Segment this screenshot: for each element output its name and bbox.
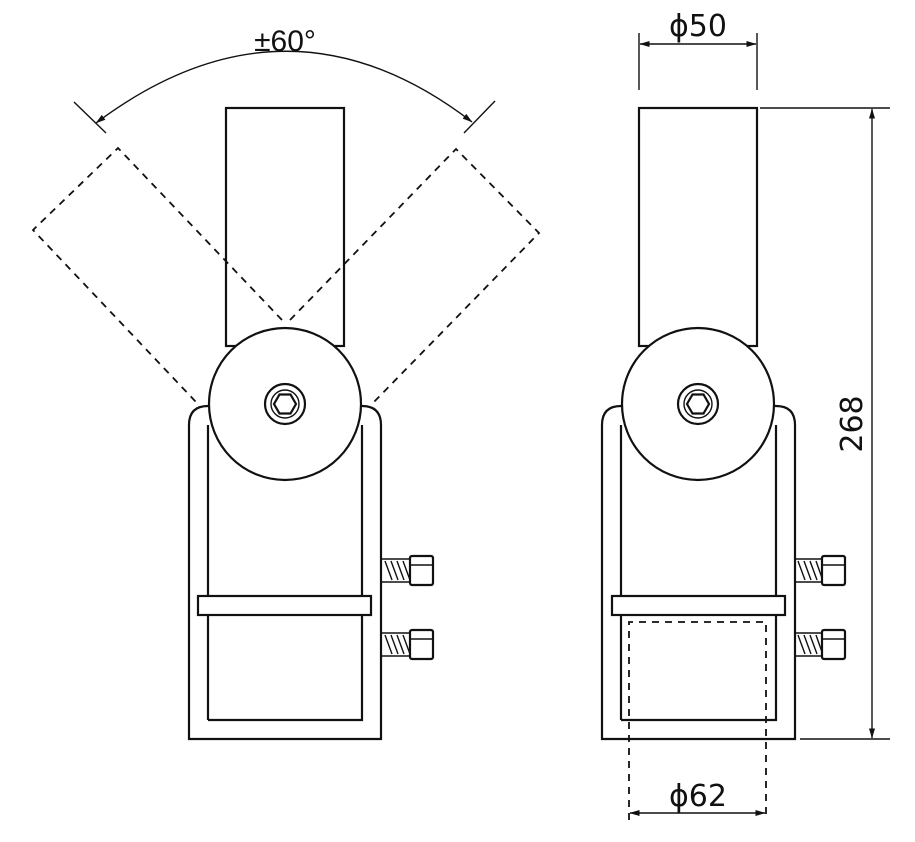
right-view: ϕ50 ϕ62 268 xyxy=(600,9,890,820)
tube-upright xyxy=(637,106,759,348)
bracket-inner xyxy=(206,425,364,722)
bracket-inner xyxy=(619,425,778,722)
pivot-disc xyxy=(620,326,776,482)
set-screw-icon xyxy=(381,554,435,587)
height-label: 268 xyxy=(835,395,870,452)
top-diameter-label: ϕ50 xyxy=(669,9,727,44)
angle-dimension: ±60° xyxy=(73,25,496,134)
clamp-bar xyxy=(610,594,787,617)
left-view: ±60° xyxy=(31,25,541,741)
set-screw-icon xyxy=(795,554,847,587)
set-screw-icon xyxy=(795,628,847,661)
pivot-disc xyxy=(207,326,363,482)
top-diameter-dimension: ϕ50 xyxy=(638,9,758,90)
bottom-diameter-label: ϕ62 xyxy=(669,779,727,814)
angle-label: ±60° xyxy=(254,25,316,58)
hex-socket-bolt-icon xyxy=(676,382,720,426)
bracket-outer xyxy=(600,404,797,741)
clamp-bar xyxy=(196,594,373,617)
clamped-pipe-hidden xyxy=(628,621,767,820)
tube-upright xyxy=(224,106,346,348)
hex-socket-bolt-icon xyxy=(263,382,307,426)
set-screw-icon xyxy=(381,628,435,661)
swing-position-right xyxy=(289,147,541,405)
bottom-diameter-dimension: ϕ62 xyxy=(629,779,766,816)
height-dimension: 268 xyxy=(760,107,890,740)
swing-position-left xyxy=(31,146,283,403)
